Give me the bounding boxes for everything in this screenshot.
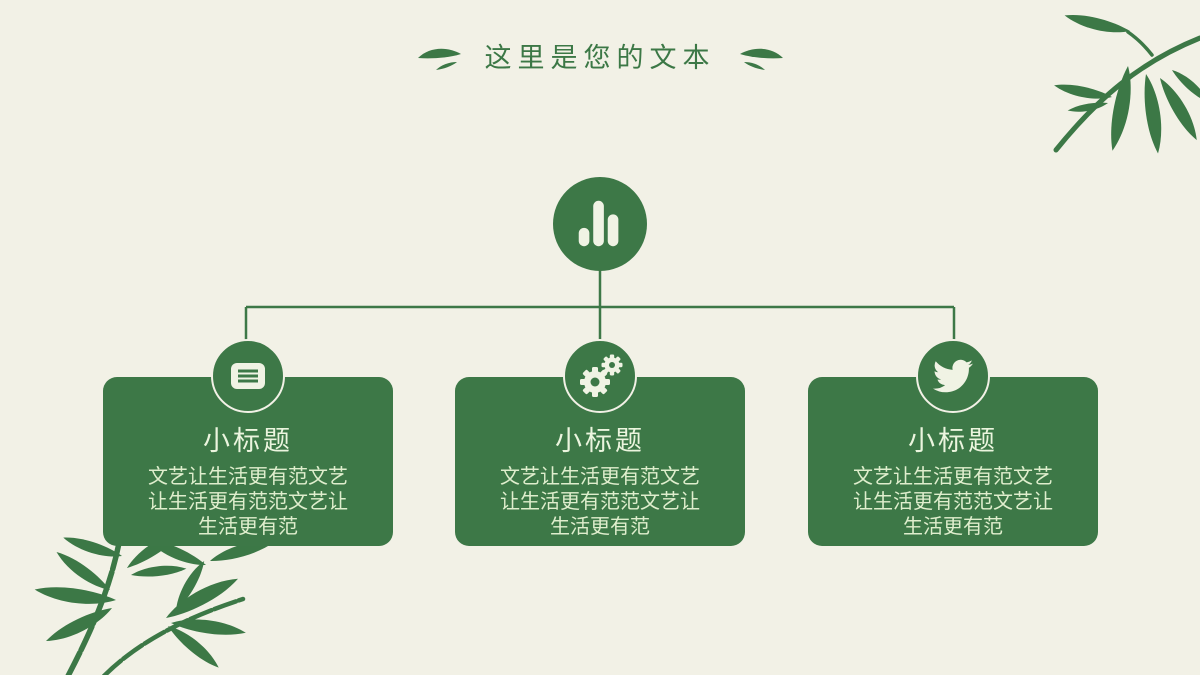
- document-list-icon: [231, 363, 265, 389]
- bamboo-branch-decoration: [1052, 11, 1200, 155]
- header: 这里是您的文本: [0, 36, 1200, 75]
- card-icon-badge: [211, 339, 285, 413]
- gears-icon: [580, 354, 623, 397]
- card-title: 小标题: [203, 426, 293, 456]
- info-card: 小标题 文艺让生活更有范文艺 让生活更有范范文艺让 生活更有范: [808, 339, 1098, 546]
- card-body-line: 生活更有范: [198, 516, 298, 538]
- card-icon-badge: [916, 339, 990, 413]
- card-body-line: 生活更有范: [550, 516, 650, 538]
- bamboo-stalks-decoration: [33, 525, 276, 675]
- card-body-line: 让生活更有范范文艺让: [853, 491, 1053, 513]
- diagram-root-node: [553, 177, 647, 271]
- card-body-line: 文艺让生活更有范文艺: [500, 466, 700, 488]
- card-body: 文艺让生活更有范文艺 让生活更有范范文艺让 生活更有范: [808, 465, 1098, 540]
- bar-chart-icon: [578, 200, 619, 247]
- card-body-line: 文艺让生活更有范文艺: [853, 466, 1053, 488]
- card-title: 小标题: [908, 426, 998, 456]
- info-card: 小标题 文艺让生活更有范文艺 让生活更有范范文艺让 生活更有范: [455, 339, 745, 546]
- twitter-bird-icon: [933, 359, 973, 393]
- card-body: 文艺让生活更有范文艺 让生活更有范范文艺让 生活更有范: [103, 465, 393, 540]
- bamboo-flourish-icon: [739, 48, 783, 70]
- card-body-line: 让生活更有范范文艺让: [500, 491, 700, 513]
- card-body-line: 文艺让生活更有范文艺: [148, 466, 348, 488]
- card-body-line: 让生活更有范范文艺让: [148, 491, 348, 513]
- card-title: 小标题: [555, 426, 645, 456]
- info-card: 小标题 文艺让生活更有范文艺 让生活更有范范文艺让 生活更有范: [103, 339, 393, 546]
- connector-lines: [244, 270, 956, 342]
- slide-title: 这里是您的文本: [484, 43, 716, 73]
- card-icon-badge: [563, 339, 637, 413]
- card-body: 文艺让生活更有范文艺 让生活更有范范文艺让 生活更有范: [455, 465, 745, 540]
- card-body-line: 生活更有范: [903, 516, 1003, 538]
- bamboo-flourish-icon: [417, 48, 461, 70]
